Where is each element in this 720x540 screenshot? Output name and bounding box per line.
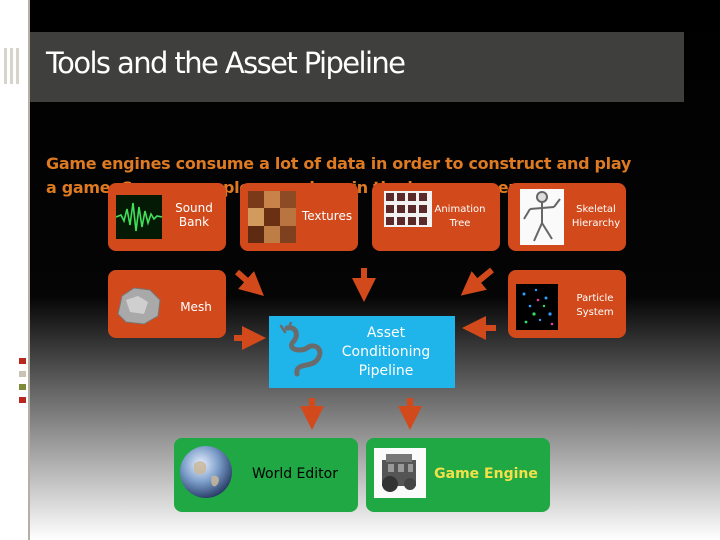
animation-tree-node: Animation Tree [372,183,500,251]
slide-left-rule [28,0,30,540]
waveform-icon [116,195,162,239]
earth-globe-icon [180,446,232,498]
animation-frames-icon [384,191,432,227]
sound-bank-label: Sound Bank [175,201,213,229]
asset-conditioning-pipeline-node: Asset Conditioning Pipeline [269,316,455,388]
texture-tiles-icon [248,191,296,243]
textures-label: Textures [301,209,353,223]
animation-tree-label: Animation Tree [434,204,486,229]
asset-conditioning-pipeline-label: Asset Conditioning Pipeline [341,325,431,379]
game-engine-label: Game Engine [434,466,538,482]
world-editor-node: World Editor [174,438,358,512]
slide-left-margin [0,0,28,540]
particles-icon [516,284,558,330]
dragon-model-icon [277,322,335,382]
arrow-textures-to-pipeline [235,269,264,296]
textures-node: Textures [240,183,358,251]
slide-title: Tools and the Asset Pipeline [46,46,406,80]
skeleton-icon [520,189,564,245]
skeletal-hierarchy-label: Skeletal Hierarchy [571,204,621,229]
side-bullet-marks [19,358,27,410]
particle-system-node: Particle System [508,270,626,338]
arrow-skeletal-to-pipeline [460,267,494,296]
skeletal-hierarchy-node: Skeletal Hierarchy [508,183,626,251]
mesh-rock-icon [114,284,164,326]
mesh-label: Mesh [180,300,212,314]
body-line-1: Game engines consume a lot of data in or… [46,154,631,173]
engine-block-icon [374,448,426,498]
particle-system-label: Particle System [576,293,614,318]
title-band [30,32,684,102]
world-editor-label: World Editor [251,466,338,482]
mesh-node: Mesh [108,270,226,338]
title-accent-bars [0,48,30,84]
sound-bank-node: Sound Bank [108,183,226,251]
game-engine-node: Game Engine [366,438,550,512]
